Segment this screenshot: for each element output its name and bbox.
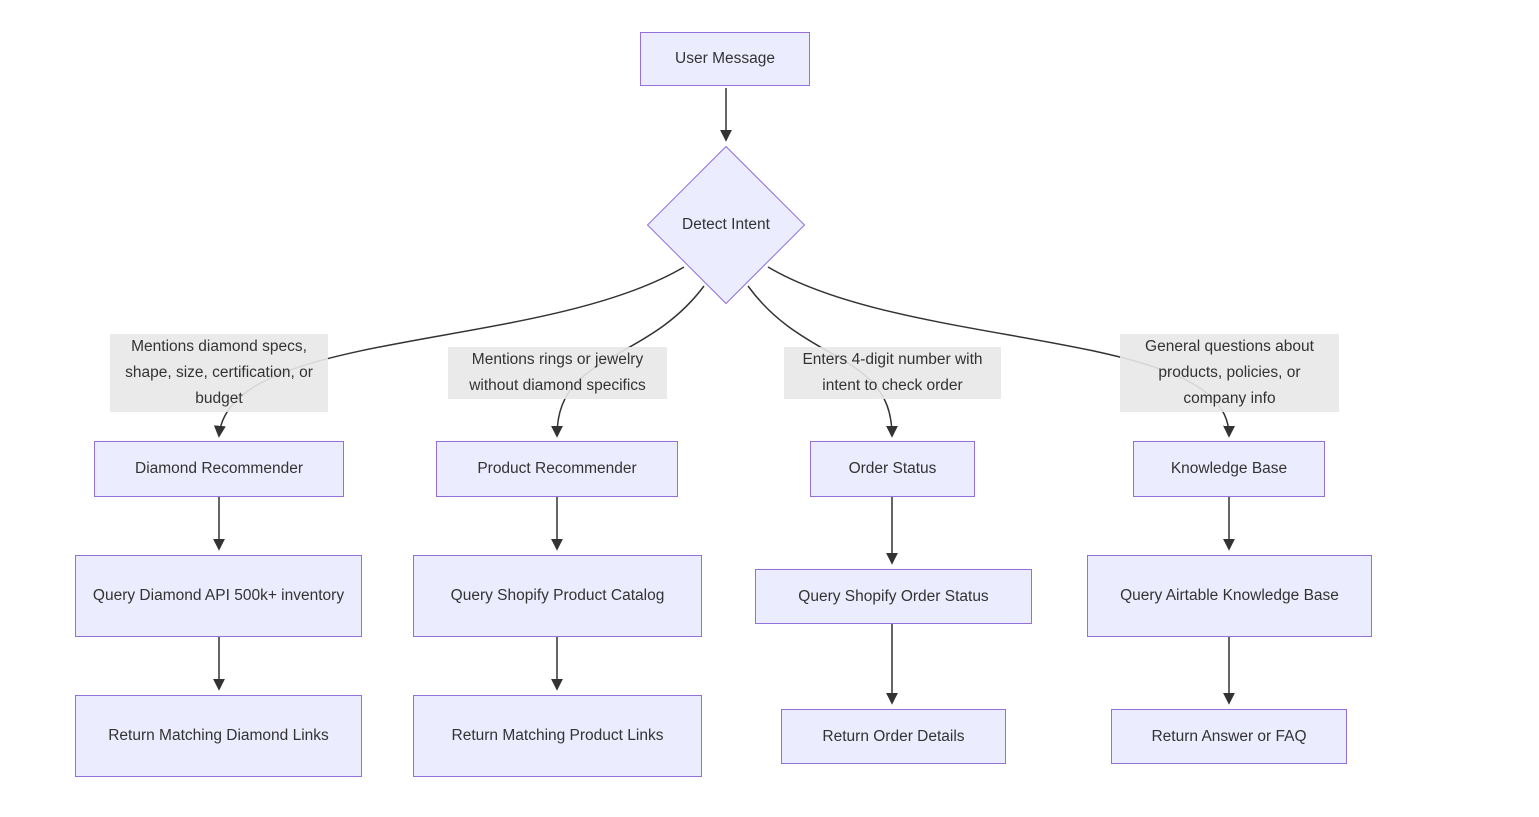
node-diamond-recommender: Diamond Recommender: [94, 441, 344, 497]
edge-label-product-branch: Mentions rings or jewelry without diamon…: [448, 347, 667, 399]
edge-label-diamond-branch: Mentions diamond specs, shape, size, cer…: [110, 334, 328, 412]
node-return-product-links: Return Matching Product Links: [413, 695, 702, 777]
node-query-shopify-order: Query Shopify Order Status: [755, 569, 1032, 624]
node-query-airtable: Query Airtable Knowledge Base: [1087, 555, 1372, 637]
node-user-message: User Message: [640, 32, 810, 86]
edge-label-order-branch: Enters 4-digit number with intent to che…: [784, 347, 1001, 399]
node-query-shopify-catalog: Query Shopify Product Catalog: [413, 555, 702, 637]
node-return-order-details: Return Order Details: [781, 709, 1006, 764]
edge-label-knowledge-branch: General questions about products, polici…: [1120, 334, 1339, 412]
node-query-diamond-api: Query Diamond API 500k+ inventory: [75, 555, 362, 637]
node-product-recommender: Product Recommender: [436, 441, 678, 497]
node-knowledge-base: Knowledge Base: [1133, 441, 1325, 497]
node-return-diamond-links: Return Matching Diamond Links: [75, 695, 362, 777]
node-order-status: Order Status: [810, 441, 975, 497]
node-return-answer-faq: Return Answer or FAQ: [1111, 709, 1347, 764]
node-detect-intent: Detect Intent: [682, 216, 770, 233]
